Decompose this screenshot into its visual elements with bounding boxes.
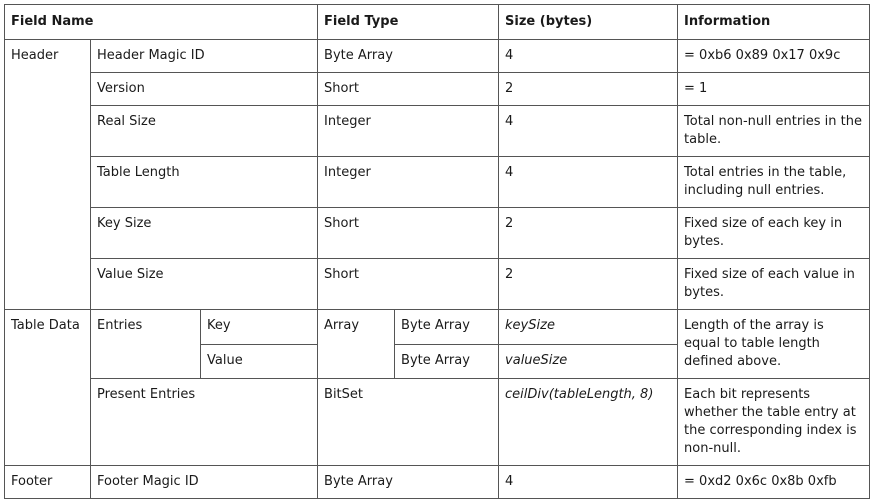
header-field-type: Field Type <box>317 4 500 40</box>
field-name: Header Magic ID <box>89 39 319 73</box>
field-name: Present Entries <box>89 378 319 466</box>
field-size: 2 <box>498 258 679 310</box>
field-size: 4 <box>498 105 679 157</box>
file-format-table: Field Name Field Type Size (bytes) Infor… <box>3 4 871 499</box>
field-size: ceilDiv(tableLength, 8) <box>498 378 679 466</box>
field-info: Total entries in the table, including nu… <box>677 156 871 208</box>
table-row: Footer Footer Magic ID Byte Array 4 = 0x… <box>4 465 871 499</box>
subfield-name: Key <box>199 309 319 345</box>
table-row: Version Short 2 = 1 <box>5 72 871 106</box>
field-name: Entries <box>90 309 201 379</box>
field-type: Short <box>317 72 500 106</box>
table-row: Value Byte Array valueSize <box>5 344 870 379</box>
header-field-name: Field Name <box>3 4 319 40</box>
table-row: Table Data Entries Key Array Byte Array … <box>4 309 871 466</box>
field-size: 2 <box>498 72 679 106</box>
table-row: Header Header Magic ID Byte Array 4 = 0x… <box>4 39 871 310</box>
field-name: Footer Magic ID <box>89 465 319 499</box>
table-row: Key Size Short 2 Fixed size of each key … <box>5 207 871 259</box>
field-name: Table Length <box>89 156 319 208</box>
subfield-type: Byte Array <box>394 344 500 379</box>
field-size: 4 <box>498 39 679 73</box>
table-header-row: Field Name Field Type Size (bytes) Infor… <box>3 4 871 40</box>
header-information: Information <box>677 4 871 40</box>
table-row: Table Length Integer 4 Total entries in … <box>5 156 871 208</box>
field-type: Integer <box>317 105 500 157</box>
field-name: Version <box>89 72 319 106</box>
field-info: Length of the array is equal to table le… <box>677 309 871 379</box>
field-size: 4 <box>498 465 679 499</box>
field-type: BitSet <box>317 378 500 466</box>
field-size: 4 <box>498 156 679 208</box>
field-info: = 0xb6 0x89 0x17 0x9c <box>677 39 871 73</box>
field-size: 2 <box>498 207 679 259</box>
section-footer: Footer <box>4 465 91 499</box>
subfield-name: Value <box>199 344 319 379</box>
subfield-type: Byte Array <box>394 309 500 345</box>
field-size: valueSize <box>498 344 679 379</box>
table-row: Value Size Short 2 Fixed size of each va… <box>5 258 871 310</box>
field-name: Real Size <box>89 105 319 157</box>
field-info: = 1 <box>677 72 871 106</box>
field-info: = 0xd2 0x6c 0x8b 0xfb <box>677 465 871 499</box>
table-row: Real Size Integer 4 Total non-null entri… <box>5 105 871 157</box>
field-type: Array <box>317 309 396 379</box>
field-info: Each bit represents whether the table en… <box>677 378 871 466</box>
table-row: Present Entries BitSet ceilDiv(tableLeng… <box>5 378 871 466</box>
field-name: Value Size <box>89 258 319 310</box>
section-table-data: Table Data <box>4 309 91 466</box>
field-type: Short <box>317 258 500 310</box>
field-name: Key Size <box>89 207 319 259</box>
field-type: Byte Array <box>317 465 500 499</box>
header-size: Size (bytes) <box>498 4 679 40</box>
field-type: Integer <box>317 156 500 208</box>
field-size: keySize <box>498 309 679 345</box>
field-info: Fixed size of each value in bytes. <box>677 258 871 310</box>
field-info: Fixed size of each key in bytes. <box>677 207 871 259</box>
field-type: Byte Array <box>317 39 500 73</box>
field-info: Total non-null entries in the table. <box>677 105 871 157</box>
section-header: Header <box>4 39 91 310</box>
field-type: Short <box>317 207 500 259</box>
